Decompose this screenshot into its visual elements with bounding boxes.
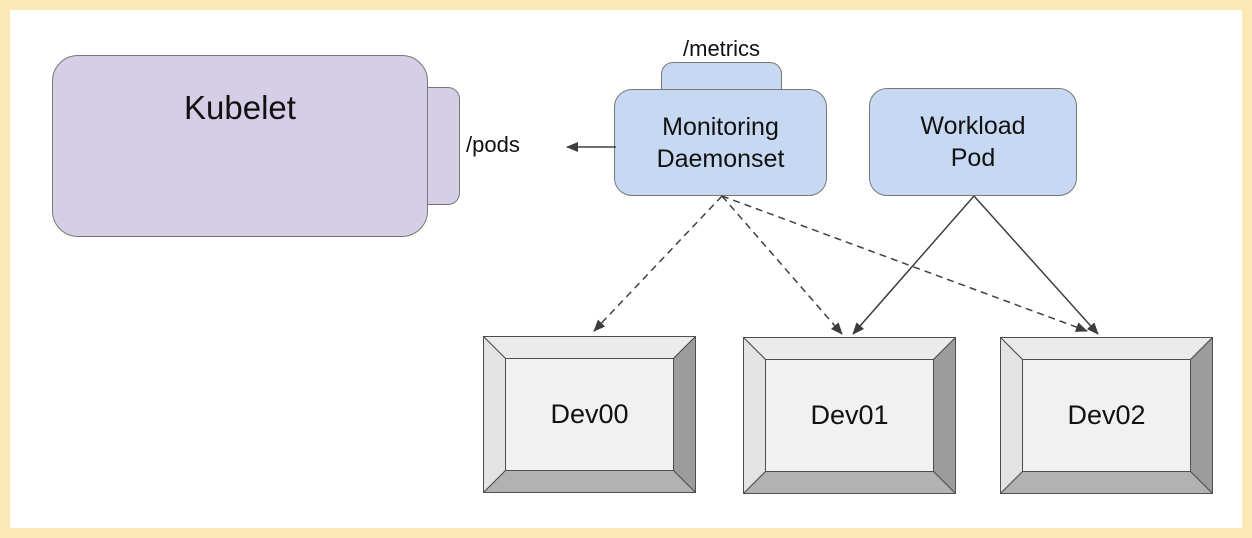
pods-endpoint-label: /pods (466, 132, 520, 157)
edge-monitoring-to-dev01 (721, 195, 843, 335)
monitoring-daemonset-node: Monitoring Daemonset (614, 89, 827, 196)
device-label-dev01: Dev01 (810, 400, 889, 430)
device-label-dev00: Dev00 (550, 399, 629, 429)
device-node-dev01: Dev01 (743, 337, 956, 494)
device-3d-frame (1000, 337, 1213, 494)
device-3d-frame (483, 336, 696, 493)
kubelet-node: Kubelet (52, 55, 428, 237)
edge-workload-to-dev02 (973, 195, 1099, 335)
monitoring-daemonset-label: Monitoring Daemonset (656, 112, 785, 173)
device-3d-frame (743, 337, 956, 494)
device-node-dev00: Dev00 (483, 336, 696, 493)
device-label-dev02: Dev02 (1067, 400, 1146, 430)
device-node-dev02: Dev02 (1000, 337, 1213, 494)
edge-monitoring-to-dev02 (721, 195, 1088, 332)
edge-monitoring-to-dev00 (593, 195, 723, 332)
workload-pod-node: Workload Pod (869, 88, 1077, 196)
edge-workload-to-dev01 (852, 195, 975, 335)
workload-pod-label: Workload Pod (920, 112, 1026, 172)
metrics-endpoint-label: /metrics (683, 36, 760, 61)
kubelet-label: Kubelet (184, 89, 296, 126)
